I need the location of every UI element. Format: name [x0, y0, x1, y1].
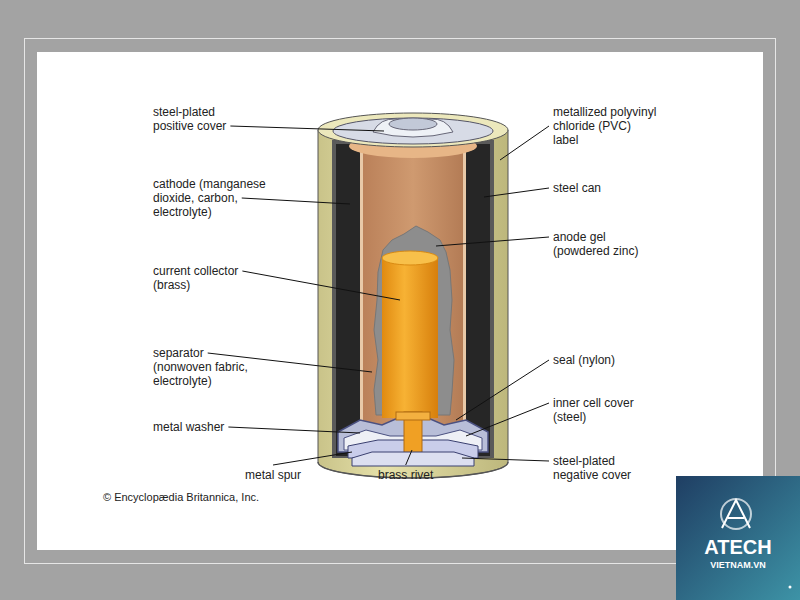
part-label: steel-plated positive cover — [153, 105, 245, 133]
part-label: brass rivet — [378, 468, 458, 482]
watermark-text: ATECH — [676, 536, 800, 558]
part-label: cathode (manganese dioxide, carbon, elec… — [153, 177, 275, 219]
leader-line — [500, 126, 549, 160]
leader-line — [466, 403, 549, 436]
leader-line — [242, 198, 350, 204]
leader-line — [228, 427, 360, 433]
part-label: metal spur — [245, 468, 325, 482]
leader-line — [462, 458, 549, 461]
part-label: steel-plated negative cover — [553, 454, 655, 482]
leader-line — [436, 237, 549, 246]
watermark-text: VIETNAM.VN — [676, 560, 800, 571]
part-label: steel can — [553, 181, 653, 195]
leader-line — [456, 360, 549, 420]
part-label: inner cell cover (steel) — [553, 396, 655, 424]
part-label: current collector (brass) — [153, 264, 261, 292]
leader-line — [230, 126, 384, 131]
leader-line — [242, 271, 400, 300]
leader-line — [273, 452, 352, 465]
part-label: seal (nylon) — [553, 353, 653, 367]
copyright-note: © Encyclopædia Britannica, Inc. — [103, 491, 343, 504]
part-label: metal washer — [153, 420, 263, 434]
leader-line — [484, 188, 549, 197]
part-label: anode gel (powdered zinc) — [553, 230, 661, 258]
part-label: separator (nonwoven fabric, electrolyte) — [153, 346, 257, 388]
leader-line — [406, 450, 412, 465]
part-label: metallized polyvinyl chloride (PVC) labe… — [553, 105, 657, 147]
